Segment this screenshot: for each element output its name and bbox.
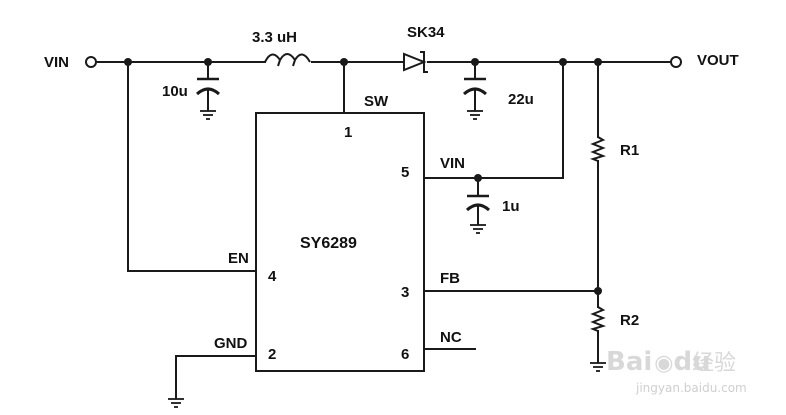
pin-4-number: 4 xyxy=(268,268,277,285)
fb-net-label: FB xyxy=(440,270,460,287)
cap-vin-value-label: 1u xyxy=(502,198,520,215)
ic-body xyxy=(255,112,425,372)
ground-icon-ic xyxy=(168,398,184,408)
junction-cout-node xyxy=(471,58,479,66)
vout-net-label: VOUT xyxy=(697,52,739,69)
ground-icon-divider xyxy=(590,362,606,372)
vin-net-label: VIN xyxy=(44,54,69,71)
schottky-diode-symbol xyxy=(403,51,428,73)
pin-3-number: 3 xyxy=(401,284,409,301)
ic-part-name: SY6289 xyxy=(300,235,357,252)
output-capacitor-symbol xyxy=(462,77,488,111)
junction-vout-vin-node xyxy=(559,58,567,66)
junction-sw-node xyxy=(340,58,348,66)
resistor-r1-symbol xyxy=(589,136,607,162)
r2-label: R2 xyxy=(620,312,639,329)
vin-terminal xyxy=(85,56,97,68)
diode-part-label: SK34 xyxy=(407,24,445,41)
inductor-symbol xyxy=(264,53,311,67)
baidu-watermark: Bai◉du 经验 jingyan.baidu.com xyxy=(606,347,747,395)
resistor-r2-symbol xyxy=(589,306,607,332)
cap-in-value-label: 10u xyxy=(162,83,188,100)
paw-icon: ◉ xyxy=(654,351,673,376)
watermark-url: jingyan.baidu.com xyxy=(635,381,747,395)
junction-en-node xyxy=(124,58,132,66)
watermark-brand: Bai◉du xyxy=(606,347,711,377)
sw-net-label: SW xyxy=(364,93,389,110)
pin-5-number: 5 xyxy=(401,164,409,181)
junction-fb-node xyxy=(594,287,602,295)
input-capacitor-symbol xyxy=(195,77,221,111)
ic-vin-net-label: VIN xyxy=(440,155,465,172)
junction-dots xyxy=(124,58,602,295)
pin-6-number: 6 xyxy=(401,346,409,363)
ground-icon-cvin xyxy=(470,224,486,234)
pin-2-number: 2 xyxy=(268,346,276,363)
pin-1-number: 1 xyxy=(344,124,352,141)
gnd-net-label: GND xyxy=(214,335,248,352)
nc-net-label: NC xyxy=(440,329,462,346)
ground-icon-cin xyxy=(200,110,216,120)
vin-capacitor-symbol xyxy=(465,194,491,225)
junction-divider-node xyxy=(594,58,602,66)
vout-terminal xyxy=(670,56,682,68)
r1-label: R1 xyxy=(620,142,639,159)
cap-out-value-label: 22u xyxy=(508,91,534,108)
inductor-value-label: 3.3 uH xyxy=(252,29,297,46)
en-net-label: EN xyxy=(228,250,249,267)
wires xyxy=(95,61,672,399)
junction-cin-node xyxy=(204,58,212,66)
watermark-cjk: 经验 xyxy=(692,351,736,376)
junction-cvin-node xyxy=(474,174,482,182)
ground-icon-cout xyxy=(467,110,483,120)
